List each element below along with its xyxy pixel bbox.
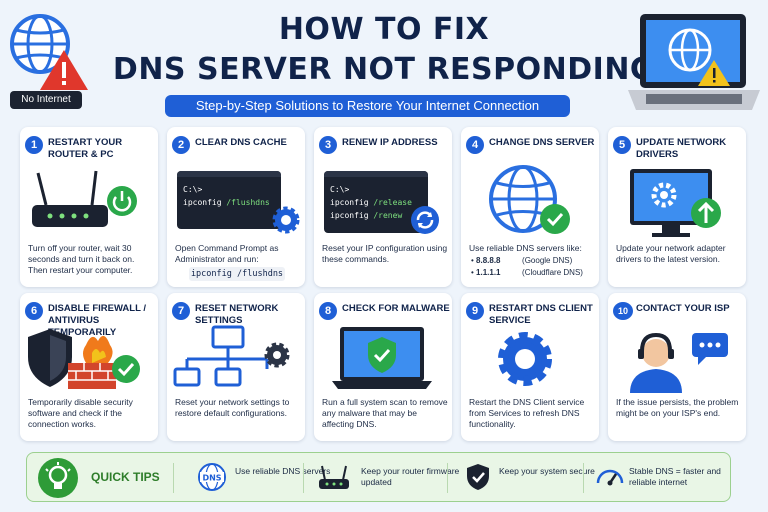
router-power-icon <box>32 170 137 227</box>
shield-icon <box>467 464 489 490</box>
step-number: 3 <box>319 136 337 154</box>
quick-tips-title: QUICK TIPS <box>91 470 160 484</box>
step-number: 5 <box>613 136 631 154</box>
terminal-flag: /release <box>373 198 412 207</box>
page-subtitle: Step-by-Step Solutions to Restore Your I… <box>165 95 570 117</box>
lightbulb-icon <box>38 458 78 498</box>
step-title: Update network drivers <box>636 137 727 160</box>
step-description: Update your network adapter drivers to t… <box>616 243 726 264</box>
step-title: Check for malware <box>342 303 450 314</box>
step-description: Reset your network settings to restore d… <box>175 397 290 418</box>
tip-text: Keep your system secure <box>499 466 595 476</box>
terminal-window: C:\> ipconfig /release ipconfig /renew <box>324 171 428 233</box>
tip-text: Stable DNS = faster and reliable interne… <box>629 466 721 487</box>
step-number: 7 <box>172 302 190 320</box>
step-card-8: 8 Check for malware Run a full system sc… <box>314 293 452 441</box>
step-card-6: 6 Disable firewall / antivirus temporari… <box>20 293 158 441</box>
page-title-line1: HOW TO FIX <box>278 12 490 47</box>
quick-tips-bar: QUICK TIPS DNS Use reliable DNS servers … <box>26 452 731 502</box>
terminal-flag: /renew <box>373 211 403 220</box>
step-card-7: 7 Reset network settings Reset your netw… <box>167 293 305 441</box>
step-number: 9 <box>466 302 484 320</box>
step-card-10: 10 Contact your ISP If the issue persist… <box>608 293 746 441</box>
dns-globe-icon: DNS <box>198 463 226 491</box>
terminal-cmd: ipconfig <box>183 198 227 207</box>
svg-text:DNS: DNS <box>202 474 221 483</box>
step-number: 6 <box>25 302 43 320</box>
terminal-flag: /flushdns <box>226 198 270 207</box>
code-snippet: ipconfig /flushdns <box>189 267 285 281</box>
page-title-line2: DNS SERVER NOT RESPONDING <box>112 52 656 87</box>
step-card-4: 4 Change DNS server Use reliable DNS ser… <box>461 127 599 287</box>
step-description: Temporarily disable security software an… <box>28 397 133 429</box>
tip-text: Keep your router firmware updated <box>361 466 460 487</box>
dns-list: • 8.8.8.8(Google DNS) • 1.1.1.1(Cloudfla… <box>471 255 597 279</box>
firewall-shield-icon <box>28 329 140 389</box>
step-description: Run a full system scan to remove any mal… <box>322 397 448 429</box>
step-description: Reset your IP configuration using these … <box>322 243 448 264</box>
step-title: Disable firewall / antivirus temporarily <box>48 303 146 338</box>
step-title: Renew IP address <box>342 137 438 148</box>
step-number: 2 <box>172 136 190 154</box>
dns-item: • 8.8.8.8(Google DNS) <box>471 256 573 265</box>
support-agent-icon <box>630 332 728 393</box>
no-internet-badge: No Internet <box>10 91 82 109</box>
router-icon <box>319 465 349 489</box>
speedometer-icon <box>596 469 624 486</box>
step-card-2: 2 Clear DNS cache C:\> ipconfig /flushdn… <box>167 127 305 287</box>
refresh-icon <box>411 206 439 234</box>
network-diagram-icon <box>173 325 290 387</box>
step-description: Open Command Prompt as Administrator and… <box>175 243 279 264</box>
terminal-cmd: ipconfig <box>330 198 374 207</box>
laptop-shield-icon <box>332 327 432 389</box>
step-title: Reset network settings <box>195 303 279 326</box>
dns-item: • 1.1.1.1(Cloudflare DNS) <box>471 268 583 277</box>
step-card-1: 1 Restart your router & PC Turn off your… <box>20 127 158 287</box>
step-number: 4 <box>466 136 484 154</box>
step-card-9: 9 Restart DNS client service Restart the… <box>461 293 599 441</box>
terminal-prompt: C:\> <box>183 185 203 194</box>
step-number: 1 <box>25 136 43 154</box>
globe-check-icon <box>489 165 570 234</box>
step-title: Change DNS server <box>489 137 595 148</box>
monitor-update-icon <box>630 169 721 237</box>
step-card-5: 5 Update network drivers Update your net… <box>608 127 746 287</box>
step-title: Clear DNS cache <box>195 137 287 148</box>
step-description: Turn off your router, wait 30 seconds an… <box>28 243 135 275</box>
step-title: Restart DNS client service <box>489 303 593 326</box>
gear-icon <box>272 206 300 234</box>
step-description: If the issue persists, the problem might… <box>616 397 739 418</box>
step-title: Restart your router & PC <box>48 137 123 160</box>
terminal-prompt: C:\> <box>330 185 350 194</box>
tip-text: Use reliable DNS servers <box>235 466 331 476</box>
step-number: 8 <box>319 302 337 320</box>
terminal-cmd: ipconfig <box>330 211 374 220</box>
laptop-warning-icon <box>628 14 760 110</box>
gear-icon <box>498 332 552 386</box>
step-description: Use reliable DNS servers like: <box>469 243 582 253</box>
globe-warning-icon <box>10 14 88 90</box>
step-card-3: 3 Renew IP address C:\> ipconfig /releas… <box>314 127 452 287</box>
terminal-window: C:\> ipconfig /flushdns <box>177 171 281 229</box>
step-description: Restart the DNS Client service from Serv… <box>469 397 585 429</box>
step-number: 10 <box>613 302 633 320</box>
step-title: Contact your ISP <box>636 303 730 314</box>
